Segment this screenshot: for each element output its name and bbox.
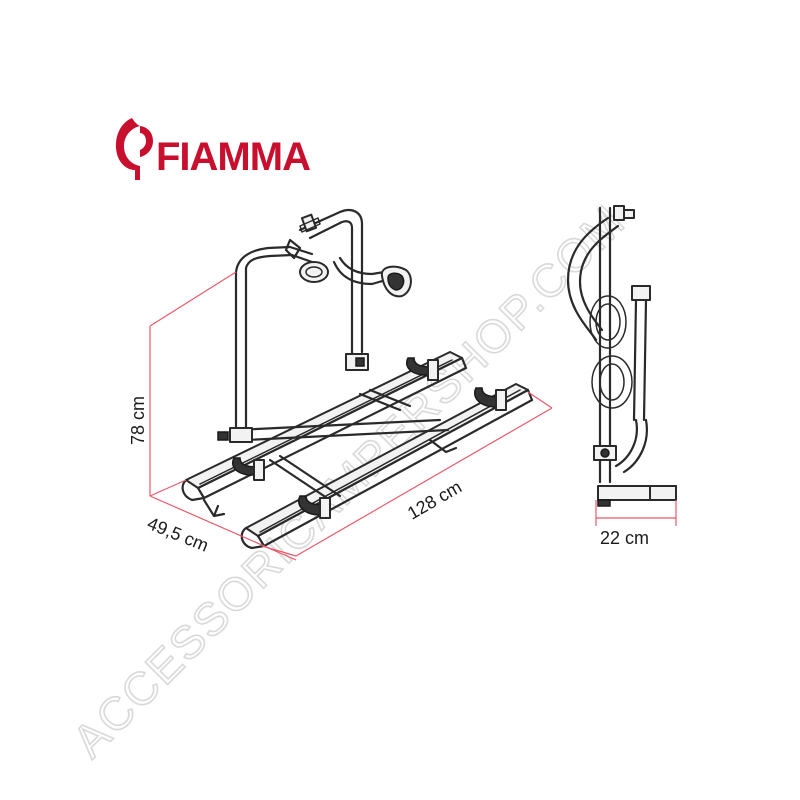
dimension-height: 78 cm xyxy=(128,271,237,497)
base-bracket-right xyxy=(345,353,369,371)
depth-label: 49,5 cm xyxy=(145,513,212,556)
frame-right-post xyxy=(350,288,364,358)
side-base-knob xyxy=(593,445,617,461)
side-clamp-lower xyxy=(591,355,633,409)
side-support-rod xyxy=(632,298,648,422)
cross-bar-middle xyxy=(234,418,450,442)
height-label: 78 cm xyxy=(128,396,148,445)
bike-rack-isometric-view xyxy=(181,208,534,550)
length-label: 128 cm xyxy=(404,477,465,524)
side-foot-bar xyxy=(597,485,677,507)
strap-front-right xyxy=(473,387,507,411)
brand-name: FIAMMA xyxy=(156,135,310,179)
strap-front-left xyxy=(297,495,331,519)
frame-left-post xyxy=(234,266,248,434)
wheel-clamp-right xyxy=(380,265,412,298)
wheel-clamp-left xyxy=(284,238,329,283)
flame-icon xyxy=(115,118,153,180)
side-clamp-upper xyxy=(589,295,627,349)
strap-back-right xyxy=(405,357,439,381)
side-arm-curve-inner xyxy=(578,224,620,332)
side-support-cap xyxy=(631,285,651,301)
bike-rack-side-view xyxy=(566,205,677,507)
base-bracket-left xyxy=(217,427,253,443)
mount-foot-left xyxy=(202,498,226,518)
top-knob xyxy=(299,213,321,233)
side-width-label: 22 cm xyxy=(600,528,649,548)
cross-bar-right xyxy=(358,388,412,412)
holder-arm-left xyxy=(288,245,314,264)
strap-back-left xyxy=(231,457,265,481)
side-top-knob xyxy=(613,205,635,221)
frame-top-left xyxy=(234,245,294,274)
frame-top-bar xyxy=(298,208,364,294)
side-lower-arm xyxy=(614,418,648,474)
dimension-side-width: 22 cm xyxy=(595,500,677,548)
mount-foot-right xyxy=(428,438,458,454)
side-arm-curve xyxy=(566,216,610,342)
cross-bar-left xyxy=(268,454,342,502)
holder-arm-right xyxy=(332,256,388,286)
fiamma-logo: FIAMMA xyxy=(115,118,311,180)
